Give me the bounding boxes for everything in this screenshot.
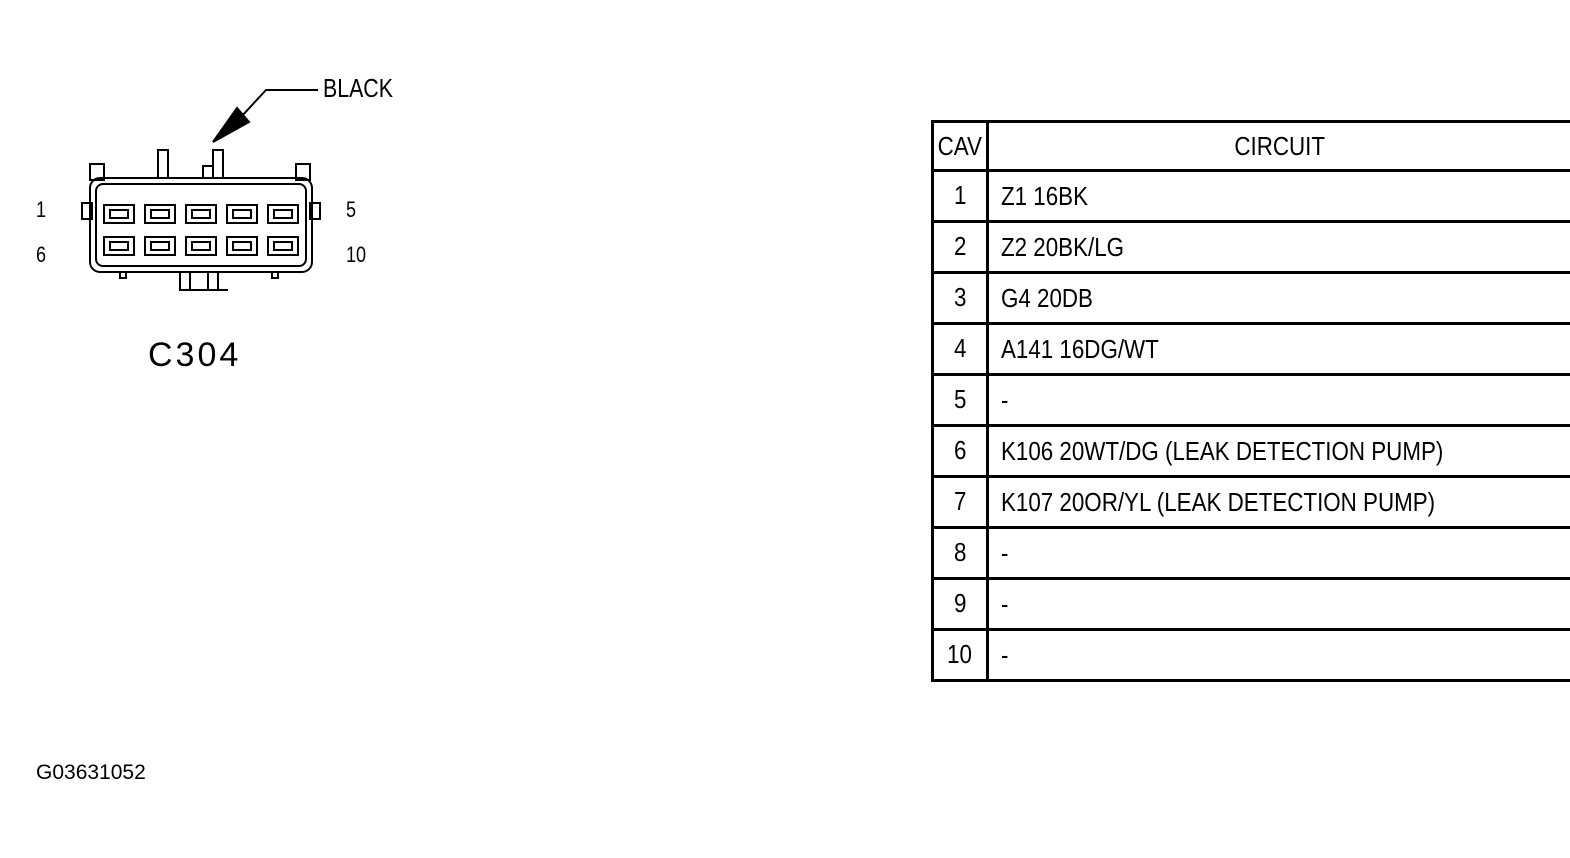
connector-color-label: BLACK xyxy=(323,73,393,103)
connector-body-inner xyxy=(95,183,307,267)
cav-cell: 3 xyxy=(931,271,989,325)
table-header-row: CAV CIRCUIT xyxy=(931,120,1570,172)
table-row: 10- xyxy=(931,628,1570,682)
cavity-terminal xyxy=(150,209,170,219)
bottom-foot xyxy=(271,271,279,279)
pin-label-top-left: 1 xyxy=(36,197,47,222)
cavity-terminal xyxy=(109,209,129,219)
cav-cell: 9 xyxy=(931,577,989,631)
circuit-cell: - xyxy=(985,577,1570,631)
circuit-cell: K106 20WT/DG (LEAK DETECTION PUMP) xyxy=(985,424,1570,478)
bottom-foot xyxy=(119,271,127,279)
cavity xyxy=(267,204,299,224)
top-tab xyxy=(157,149,169,179)
pin-label-top-right: 5 xyxy=(346,197,357,222)
connector-body xyxy=(89,177,313,273)
cav-cell: 2 xyxy=(931,220,989,274)
connector-diagram xyxy=(81,89,321,291)
leader-arrow xyxy=(212,106,251,143)
cav-cell: 1 xyxy=(931,169,989,223)
cav-cell: 6 xyxy=(931,424,989,478)
top-tab xyxy=(202,165,214,179)
cav-cell: 5 xyxy=(931,373,989,427)
bottom-tab xyxy=(179,271,191,291)
header-cav: CAV xyxy=(931,120,989,172)
pin-label-bottom-right: 10 xyxy=(346,242,367,267)
cavity xyxy=(185,236,217,256)
header-circuit: CIRCUIT xyxy=(985,120,1570,172)
cavity-terminal xyxy=(109,241,129,251)
circuit-cell: Z1 16BK xyxy=(985,169,1570,223)
corner-post xyxy=(89,163,105,181)
cavity xyxy=(226,204,258,224)
cav-cell: 7 xyxy=(931,475,989,529)
circuit-cell: - xyxy=(985,628,1570,682)
bottom-tab xyxy=(207,271,219,291)
leader-line xyxy=(239,89,318,119)
cav-cell: 8 xyxy=(931,526,989,580)
table-row: 9- xyxy=(931,577,1570,631)
cavity-terminal xyxy=(232,241,252,251)
cavity xyxy=(226,236,258,256)
cavity xyxy=(144,204,176,224)
circuit-cell: - xyxy=(985,373,1570,427)
cavity xyxy=(103,236,135,256)
circuit-cell: K107 20OR/YL (LEAK DETECTION PUMP) xyxy=(985,475,1570,529)
circuit-cell: - xyxy=(985,526,1570,580)
side-latch xyxy=(309,202,321,220)
figure-id: G03631052 xyxy=(36,761,146,784)
cavity-terminal xyxy=(273,209,293,219)
cav-cell: 10 xyxy=(931,628,989,682)
corner-post xyxy=(295,163,311,181)
circuit-cell: A141 16DG/WT xyxy=(985,322,1570,376)
cavity xyxy=(103,204,135,224)
pin-label-bottom-left: 6 xyxy=(36,242,47,267)
circuit-cell: G4 20DB xyxy=(985,271,1570,325)
cavity-terminal xyxy=(191,241,211,251)
cav-cell: 4 xyxy=(931,322,989,376)
cavity-terminal xyxy=(191,209,211,219)
cavity-terminal xyxy=(232,209,252,219)
cavity-terminal xyxy=(273,241,293,251)
cavity xyxy=(144,236,176,256)
table-row: 8- xyxy=(931,526,1570,580)
table-row: 5- xyxy=(931,373,1570,427)
cavity-terminal xyxy=(150,241,170,251)
top-tab xyxy=(212,149,224,179)
cavity xyxy=(185,204,217,224)
cavity xyxy=(267,236,299,256)
circuit-cell: Z2 20BK/LG xyxy=(985,220,1570,274)
connector-name: C304 xyxy=(148,336,242,374)
side-latch xyxy=(81,202,93,220)
